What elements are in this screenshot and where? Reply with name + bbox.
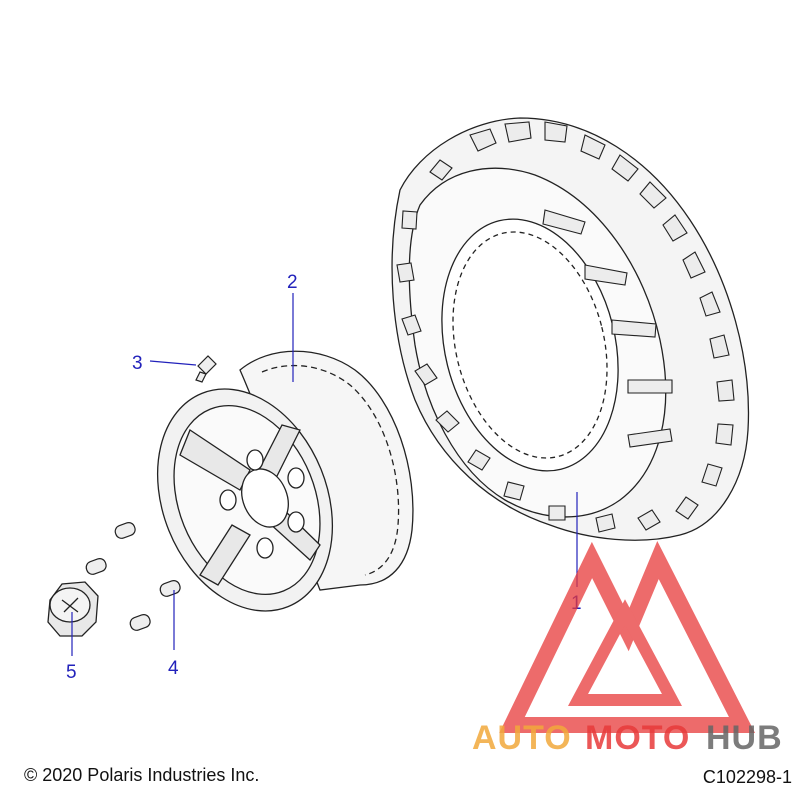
wheel-lug-hole <box>287 467 305 489</box>
lug-nut <box>85 558 107 575</box>
watermark-logo: AUTO MOTO HUB <box>472 540 783 757</box>
leader-lines <box>71 293 578 656</box>
wheel-spoke <box>199 524 251 586</box>
center-cap-illustration <box>47 581 99 637</box>
valve-stem-illustration <box>195 355 217 383</box>
leader-line-3 <box>149 360 197 366</box>
wheel-spoke <box>179 429 251 491</box>
watermark-text-auto: AUTO <box>472 719 572 757</box>
callout-4: 4 <box>168 658 179 679</box>
tire-illustration <box>391 117 750 541</box>
watermark-text-hub: HUB <box>706 719 783 757</box>
watermark-text: AUTO MOTO HUB <box>472 719 783 757</box>
lug-nut <box>129 614 151 631</box>
lug-nuts-illustration <box>85 522 181 631</box>
wheel-lug-hole <box>246 449 264 471</box>
copyright-notice: © 2020 Polaris Industries Inc. <box>24 765 259 785</box>
wheel-lug-hole <box>287 511 305 533</box>
tire-bead-lip <box>452 231 608 459</box>
tire-tread-blocks <box>396 121 735 533</box>
figure-code: C102298-1 <box>703 767 792 787</box>
wheel-illustration <box>156 350 414 612</box>
callout-5: 5 <box>66 662 77 683</box>
callout-2: 2 <box>287 272 298 293</box>
lug-nut <box>114 522 136 539</box>
wheel-lug-hole <box>219 489 237 511</box>
watermark-text-moto: MOTO <box>585 719 690 757</box>
wheel-lug-hole <box>256 537 274 559</box>
triangle-logo-icon <box>499 540 756 733</box>
callout-3: 3 <box>132 353 143 374</box>
lug-nut <box>159 580 181 597</box>
wheel-rim-edge <box>261 364 400 576</box>
